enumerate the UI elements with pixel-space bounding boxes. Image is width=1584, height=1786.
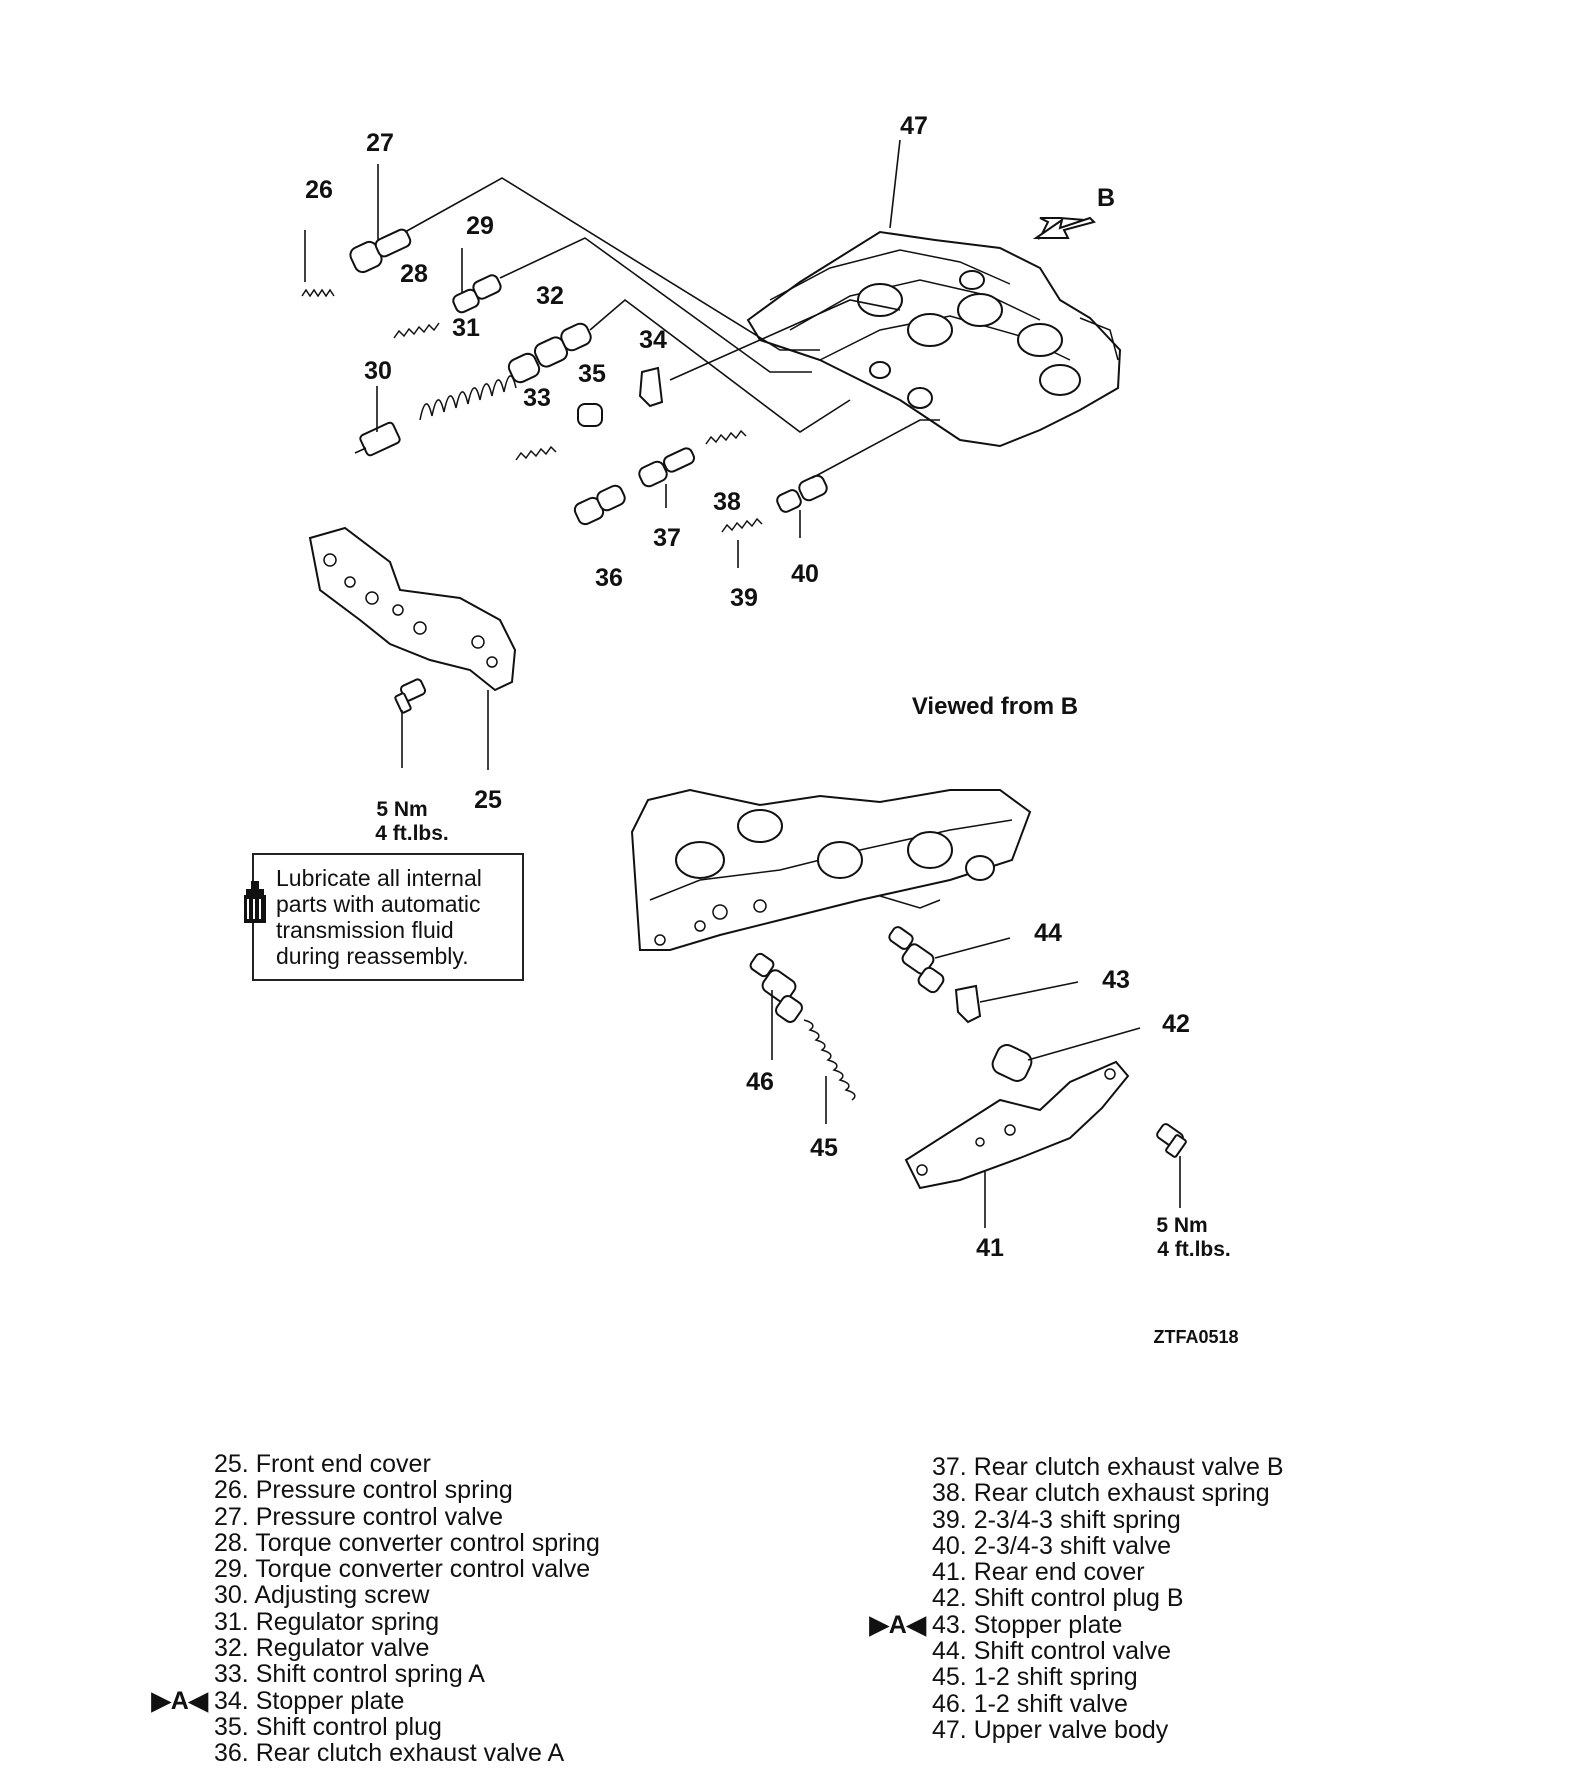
torque-converter-control-spring [393, 322, 440, 339]
2-3-4-3-shift-spring [721, 517, 763, 533]
callout-44: 44 [1034, 919, 1062, 947]
legend-item: 34. Stopper plate [214, 1686, 405, 1715]
callout-47: 47 [900, 112, 928, 140]
stopper-plate-43 [954, 984, 982, 1024]
callout-35: 35 [578, 360, 606, 388]
legend-item: 25. Front end cover [214, 1450, 431, 1478]
legend-item: 44. Shift control valve [932, 1637, 1172, 1666]
callout-42: 42 [1162, 1010, 1190, 1038]
shift-control-plug [577, 403, 603, 427]
regulator-spring [419, 375, 517, 421]
legend-item: 45. 1-2 shift spring [932, 1663, 1138, 1692]
oil-bottle-icon [244, 881, 266, 923]
shift-control-plug-b [991, 1044, 1033, 1082]
parts-legend-left: 25. Front end cover 26. Pressure control… [151, 1450, 600, 1768]
service-marker-a: ▶A◀ [869, 1610, 926, 1639]
callout-36: 36 [595, 564, 623, 592]
pressure-control-valve [349, 228, 412, 274]
stopper-plate-34 [638, 366, 664, 408]
view-arrow-b [1032, 216, 1096, 240]
parts-legend-right: 37. Rear clutch exhaust valve B 38. Rear… [869, 1453, 1284, 1744]
1-2-shift-spring [803, 1019, 856, 1101]
legend-item: 27. Pressure control valve [214, 1502, 504, 1531]
torque-converter-control-valve [452, 274, 502, 314]
callout-26: 26 [305, 176, 333, 204]
callout-32: 32 [536, 282, 564, 310]
service-marker-a: ▶A◀ [151, 1686, 208, 1715]
lubrication-note-text: Lubricate all internal parts with automa… [276, 865, 482, 969]
legend-item: 43. Stopper plate [932, 1610, 1123, 1639]
upper-valve-body [746, 230, 1122, 448]
bolt-front-cover [394, 678, 427, 714]
callout-37: 37 [653, 524, 681, 552]
torque-bottom-ftlbs: 4 ft.lbs. [1157, 1238, 1231, 1261]
legend-item: 31. Regulator spring [214, 1607, 440, 1636]
legend-item: 38. Rear clutch exhaust spring [932, 1479, 1270, 1508]
legend-item: 46. 1-2 shift valve [932, 1689, 1128, 1718]
adjusting-screw [354, 421, 401, 457]
legend-item: 29. Torque converter control valve [214, 1555, 591, 1584]
legend-item: 47. Upper valve body [932, 1715, 1169, 1744]
1-2-shift-valve [749, 952, 803, 1023]
viewed-from-label: Viewed from B [912, 693, 1078, 720]
legend-item: 40. 2-3/4-3 shift valve [932, 1531, 1172, 1560]
callout-25: 25 [474, 786, 502, 814]
callout-27: 27 [366, 129, 394, 157]
callout-28: 28 [400, 260, 428, 288]
shift-control-spring-a [515, 445, 557, 461]
legend-item: 39. 2-3/4-3 shift spring [932, 1505, 1181, 1534]
legend-item: 28. Torque converter control spring [214, 1528, 600, 1557]
lubrication-note: Lubricate all internal parts with automa… [244, 853, 524, 981]
front-end-cover [308, 526, 517, 692]
bolt-rear-cover [1156, 1123, 1187, 1158]
leader-lines-bottom [771, 937, 1181, 1228]
legend-item: 30. Adjusting screw [214, 1581, 430, 1610]
callout-45: 45 [810, 1134, 838, 1162]
legend-item: 41. Rear end cover [932, 1558, 1145, 1587]
legend-item: 33. Shift control spring A [214, 1660, 485, 1689]
legend-item: 36. Rear clutch exhaust valve A [214, 1739, 565, 1768]
callout-31: 31 [452, 314, 480, 342]
rear-clutch-exhaust-valve-b [638, 447, 696, 488]
shift-control-valve [888, 926, 945, 994]
torque-bottom-nm: 5 Nm [1156, 1214, 1207, 1237]
callout-33: 33 [523, 384, 551, 412]
callout-43: 43 [1102, 966, 1130, 994]
callout-41: 41 [976, 1234, 1004, 1262]
legend-item: 32. Regulator valve [214, 1634, 430, 1663]
callout-34: 34 [639, 326, 667, 354]
pressure-control-spring [301, 288, 335, 298]
callout-30: 30 [364, 357, 392, 385]
figure-code: ZTFA0518 [1153, 1327, 1238, 1347]
callout-29: 29 [466, 212, 494, 240]
callout-40: 40 [791, 560, 819, 588]
regulator-valve [507, 322, 592, 384]
rear-clutch-exhaust-spring [705, 429, 747, 445]
legend-item-with-marker: ▶A◀ 43. Stopper plate [869, 1610, 1284, 1639]
legend-item: 42. Shift control plug B [932, 1584, 1184, 1613]
torque-top-ftlbs: 4 ft.lbs. [375, 822, 449, 845]
2-3-4-3-shift-valve [776, 474, 828, 513]
rear-clutch-exhaust-valve-a [573, 484, 626, 526]
callout-46: 46 [746, 1068, 774, 1096]
lower-valve-body-view-b [630, 788, 1032, 951]
rear-end-cover [904, 1060, 1130, 1190]
torque-top-nm: 5 Nm [376, 798, 427, 821]
view-arrow-label: B [1097, 184, 1115, 212]
legend-item: 37. Rear clutch exhaust valve B [932, 1453, 1284, 1481]
callout-38: 38 [713, 488, 741, 516]
callout-39: 39 [730, 584, 758, 612]
legend-item: 35. Shift control plug [214, 1712, 442, 1741]
leader-lines-top [304, 139, 940, 770]
legend-item-with-marker: ▶A◀ 34. Stopper plate [151, 1686, 600, 1715]
legend-item: 26. Pressure control spring [214, 1476, 513, 1505]
